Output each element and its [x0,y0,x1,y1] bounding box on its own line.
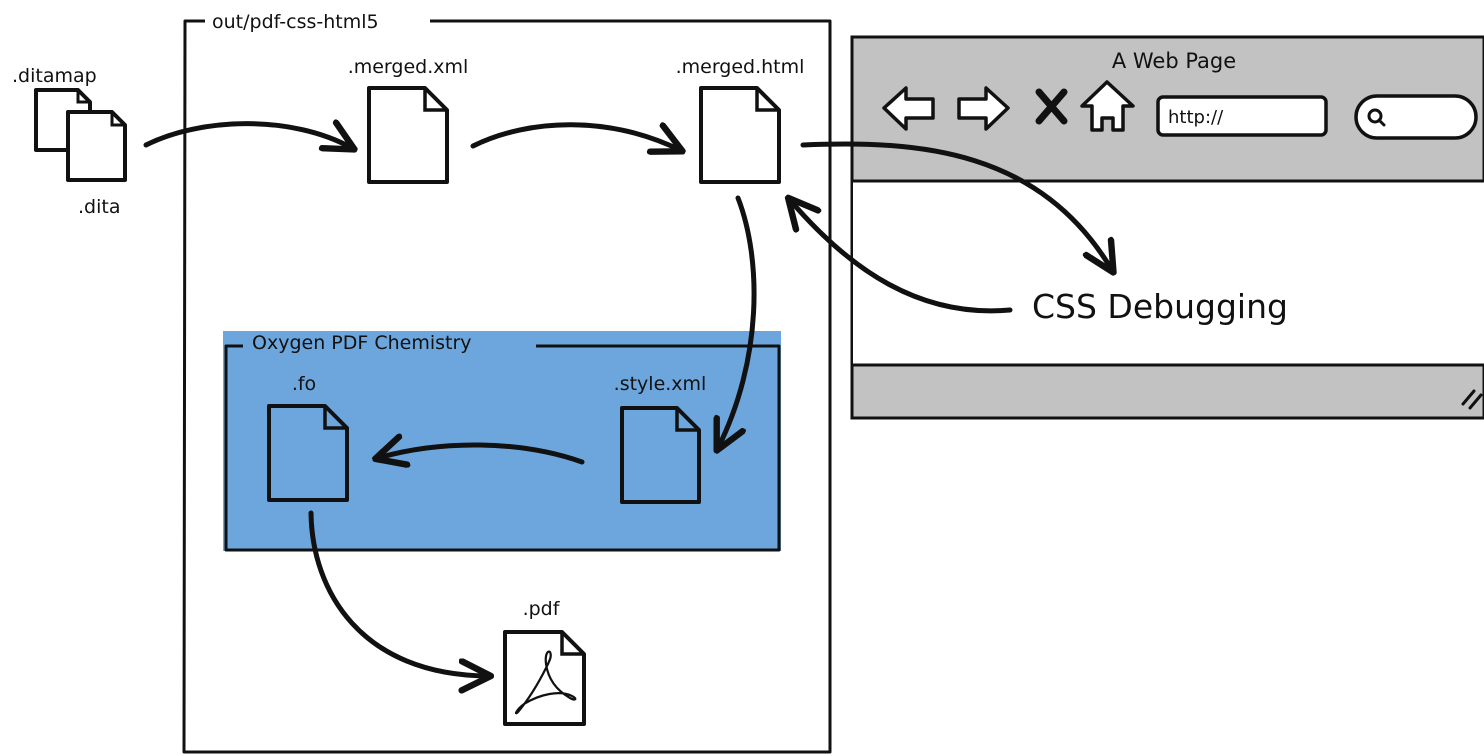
merged-xml-label: .merged.xml [348,56,469,78]
merged-xml-document-icon [367,86,449,184]
arrow-merged-html-to-style-xml [718,195,757,448]
merged-html-label: .merged.html [676,56,805,78]
dita-document-icon [66,110,127,182]
style-xml-document-icon [620,406,701,504]
search-field[interactable] [1354,94,1478,140]
dita-label: .dita [78,196,120,218]
style-xml-label: .style.xml [614,373,707,395]
output-folder-title: out/pdf-css-html5 [212,11,379,33]
search-icon [1367,108,1386,127]
home-icon[interactable] [1080,80,1135,132]
browser-title: A Web Page [1112,49,1236,73]
arrow-fo-to-pdf [308,510,488,676]
back-icon[interactable] [882,86,935,131]
arrow-merged-xml-to-merged-html [470,125,680,150]
chemistry-title: Oxygen PDF Chemistry [252,332,472,354]
address-bar[interactable]: http:// [1156,95,1328,137]
stop-icon[interactable] [1035,88,1068,125]
fo-document-icon [267,404,349,502]
address-bar-value: http:// [1168,107,1224,128]
css-debugging-label: CSS Debugging [1032,287,1288,326]
pdf-label: .pdf [523,598,561,620]
merged-html-document-icon [699,86,781,184]
ditamap-label: .ditamap [12,65,97,87]
arrow-debugging-to-merged-html [790,200,1013,314]
output-folder-frame: out/pdf-css-html5 [182,11,832,754]
forward-icon[interactable] [957,86,1010,131]
browser-content-area [853,181,1484,365]
arrow-merged-html-to-browser [800,141,1112,270]
acrobat-logo-icon [514,650,577,715]
resize-grip-icon[interactable] [1461,389,1483,410]
fo-label: .fo [292,373,316,395]
arrow-style-xml-to-fo [378,445,585,462]
arrow-input-to-merged-xml [143,124,352,148]
browser-window: A Web Page http:// [850,35,1484,420]
pdf-document-icon [503,630,586,726]
